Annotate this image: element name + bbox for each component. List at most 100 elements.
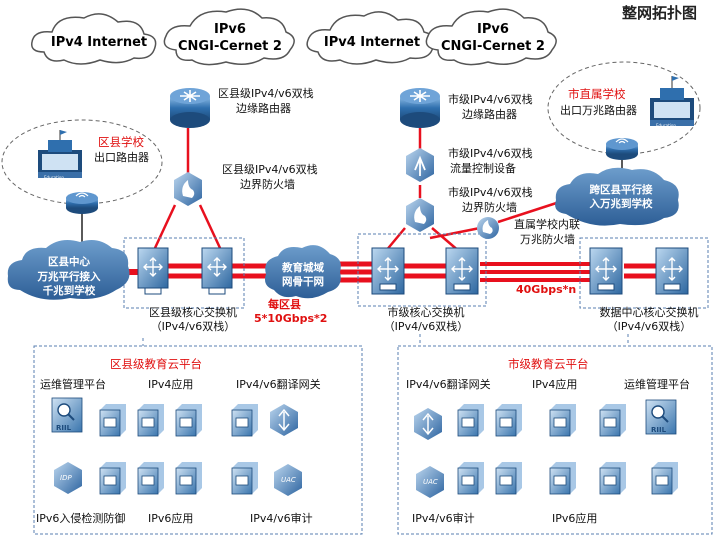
cloud-ipv6-right (425, 8, 557, 66)
city-server-icon (549, 404, 576, 437)
city-server-icon (599, 404, 626, 437)
city-server-icon (599, 462, 626, 495)
city-core-label-1: 市级核心交换机 (387, 306, 465, 319)
backbone-label-1: 教育城域 (282, 262, 324, 274)
district-server-icon (137, 404, 164, 437)
district-server-icon (231, 462, 258, 495)
city-cloud-title: 市级教育云平台 (508, 357, 589, 371)
city-cloud-audit-label: IPv4/v6审计 (412, 512, 475, 525)
district-school-building (38, 130, 82, 178)
district-school-education-label: Education (44, 175, 64, 180)
city-server-icon (651, 462, 678, 495)
district-firewall-label-1: 区县级IPv4/v6双栈 (222, 163, 318, 176)
red-links (125, 128, 656, 283)
city-core-switch-2 (445, 247, 479, 295)
cloud-ipv4-right-label: IPv4 Internet (323, 35, 421, 50)
district-school-router-device (66, 192, 98, 214)
city-server-icon (495, 462, 522, 495)
city-cloud-ipv6-app-label: IPv6应用 (552, 512, 598, 525)
district-cloud-title: 区县级教育云平台 (110, 357, 202, 371)
city-firewall-device (406, 198, 434, 232)
district-uac-label: UAC (281, 476, 296, 484)
district-edge-router-label-2: 边缘路由器 (236, 102, 291, 115)
city-gateway-icon (414, 408, 442, 440)
district-ops-rlil-icon (51, 397, 83, 433)
cross-district-cloud-label-2: 入万兆到学校 (589, 198, 653, 210)
district-idp-label: IDP (60, 474, 72, 482)
district-core-label-2: （IPv4/v6双栈） (150, 320, 236, 333)
datacenter-core-switch-1 (589, 247, 623, 295)
district-bandwidth-label-2: 5*10Gbps*2 (254, 312, 328, 325)
city-server-icon (457, 462, 484, 495)
city-link-bandwidth-label: 40Gbps*n (516, 283, 577, 296)
district-cloud-ids-label: IPv6入侵检测防御 (36, 512, 126, 525)
cloud-ipv6-left (163, 8, 295, 66)
city-uac-icon (416, 466, 444, 498)
cloud-ipv6-right-label-1: IPv6 (477, 22, 509, 37)
district-idp-icon (54, 462, 82, 494)
district-school-router-label: 出口路由器 (94, 151, 149, 164)
cloud-district-access (7, 240, 130, 300)
city-flow-control-label-1: 市级IPv4/v6双栈 (448, 147, 533, 160)
city-server-icon (495, 404, 522, 437)
city-firewall-label-1: 市级IPv4/v6双栈 (448, 186, 533, 199)
city-uac-label: UAC (423, 478, 438, 486)
city-cloud-ipv4-app-label: IPv4应用 (532, 378, 578, 391)
district-cloud-audit-label: IPv4/v6审计 (250, 512, 313, 525)
district-server-icon (99, 462, 126, 495)
district-edge-router-label-1: 区县级IPv4/v6双栈 (218, 87, 314, 100)
cloud-ipv4-left (31, 13, 157, 65)
district-server-icon (175, 462, 202, 495)
district-server-icon (231, 404, 258, 437)
district-school-name: 区县学校 (98, 135, 144, 149)
direct-school-router-device (606, 138, 638, 160)
district-server-icon (175, 404, 202, 437)
city-core-switch-1 (371, 247, 405, 295)
cloud-ipv6-right-label-2: CNGI-Cernet 2 (441, 39, 545, 54)
cloud-ipv6-left-label-1: IPv6 (214, 22, 246, 37)
city-rlil-label: RIIL (651, 426, 667, 434)
cloud-ipv6-left-label-2: CNGI-Cernet 2 (178, 39, 282, 54)
district-uac-icon (274, 464, 302, 496)
district-access-cloud-label-3: 千兆到学校 (42, 285, 96, 297)
cloud-cross-district (555, 167, 679, 226)
cross-district-cloud-label-1: 跨区县平行接 (589, 184, 653, 196)
city-cloud-ops-label: 运维管理平台 (624, 378, 690, 391)
city-server-icon (549, 462, 576, 495)
district-rlil-label: RIIL (56, 424, 72, 432)
city-core-label-2: （IPv4/v6双栈） (383, 320, 469, 333)
city-server-icon (457, 404, 484, 437)
city-flow-control-label-2: 流量控制设备 (450, 162, 516, 175)
city-edge-router-device (400, 88, 440, 128)
direct-school-education-label: Education (656, 123, 676, 128)
district-firewall-label-2: 边界防火墙 (240, 178, 295, 191)
intranet-firewall-label-1: 直属学校内联 (514, 218, 580, 231)
district-firewall-device (174, 172, 202, 206)
direct-school-name: 市直属学校 (568, 87, 626, 101)
city-firewall-label-2: 边界防火墙 (462, 201, 517, 214)
district-core-label-1: 区县级核心交换机 (149, 306, 237, 319)
direct-school-building (650, 76, 694, 126)
district-server-icon (99, 404, 126, 437)
district-access-cloud-label-2: 万兆平行接入 (37, 271, 101, 283)
district-cloud-ipv6-app-label: IPv6应用 (148, 512, 194, 525)
city-flow-control-device (406, 148, 434, 182)
district-cloud-ops-label: 运维管理平台 (40, 378, 106, 391)
intranet-firewall-label-2: 万兆防火墙 (520, 233, 575, 246)
city-cloud-gateway-label: IPv4/v6翻译网关 (406, 378, 491, 391)
dashed-connectors (142, 334, 629, 346)
switch-template (137, 247, 689, 295)
cloud-ipv4-right (306, 11, 436, 65)
direct-school-router-label: 出口万兆路由器 (560, 104, 637, 117)
district-cloud-gateway-label: IPv4/v6翻译网关 (236, 378, 321, 391)
datacenter-core-label-1: 数据中心核心交换机 (599, 306, 699, 319)
district-edge-router-device (170, 88, 210, 128)
page-title: 整网拓扑图 (622, 4, 698, 22)
district-core-switch-1 (137, 247, 169, 295)
district-core-switch-2 (201, 247, 233, 295)
district-server-icon (137, 462, 164, 495)
city-edge-router-label-2: 边缘路由器 (462, 108, 517, 121)
